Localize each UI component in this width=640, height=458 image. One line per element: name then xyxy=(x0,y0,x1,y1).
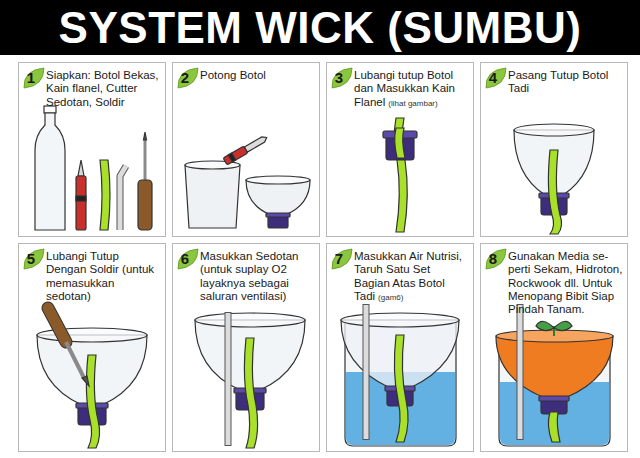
step-number: 4 xyxy=(484,66,502,87)
step-text-block: Lubangi tutup Botol dan Masukkan Kain Fl… xyxy=(354,69,469,109)
step-badge: 8 xyxy=(484,247,508,271)
nutrient-jar-illustration xyxy=(341,304,459,446)
straw-funnel-illustration xyxy=(195,312,305,448)
step-number: 1 xyxy=(22,66,40,87)
step-panel: 5 Lubangi Tutup Dengan Soldir (untuk mema… xyxy=(18,243,166,452)
solder-cap-illustration xyxy=(37,308,147,448)
step-text-block: Gunakan Media se-perti Sekam, Hidroton, … xyxy=(508,250,623,317)
step-instruction: Pasang Tutup Botol Tadi xyxy=(508,69,608,94)
step-text-block: Masukkan Air Nutrisi, Taruh Satu Set Bag… xyxy=(354,250,469,303)
step-instruction: Potong Botol xyxy=(200,69,266,81)
step-panel: 2 Potong Botol xyxy=(172,62,320,237)
step-text-block: Lubangi Tutup Dengan Soldir (untuk memas… xyxy=(46,250,161,303)
step-panel: 6 Masukkan Sedotan (untuk suplay O2 layak… xyxy=(172,243,320,452)
title-text: SYSTEM WICK (SUMBU) xyxy=(0,2,640,54)
step-text-block: Masukkan Sedotan (untuk suplay O2 layakn… xyxy=(200,250,315,303)
step-instruction: Gunakan Media se-perti Sekam, Hidroton, … xyxy=(508,250,622,315)
step-panel: 4 Pasang Tutup Botol Tadi xyxy=(480,62,628,237)
step-number: 6 xyxy=(176,247,194,268)
step-panel: 1 Siapkan: Botol Bekas, Kain flanel, Cutt… xyxy=(18,62,166,237)
step-badge: 7 xyxy=(330,247,354,271)
step-instruction: Siapkan: Botol Bekas, Kain flanel, Cutte… xyxy=(46,69,159,108)
step-instruction: Masukkan Sedotan (untuk suplay O2 layakn… xyxy=(200,250,298,302)
tools-illustration xyxy=(35,106,152,230)
step-text-block: Potong Botol xyxy=(200,69,315,82)
step-panel: 7 Masukkan Air Nutrisi, Taruh Satu Set Ba… xyxy=(326,243,474,452)
step-badge: 5 xyxy=(22,247,46,271)
step-panel: 3 Lubangi tutup Botol dan Masukkan Kain F… xyxy=(326,62,474,237)
step-instruction: Lubangi Tutup Dengan Soldir (untuk memas… xyxy=(46,250,154,302)
seedling-jar-illustration xyxy=(496,304,613,446)
step-number: 3 xyxy=(330,66,348,87)
step-panel: 8 Gunakan Media se-perti Sekam, Hidroton,… xyxy=(480,243,628,452)
funnel-cap-illustration xyxy=(514,124,594,234)
step-badge: 2 xyxy=(176,66,200,90)
step-text-block: Siapkan: Botol Bekas, Kain flanel, Cutte… xyxy=(46,69,161,109)
step-instruction: Masukkan Air Nutrisi, Taruh Satu Set Bag… xyxy=(354,250,462,302)
step-note: (gam6) xyxy=(378,293,403,302)
step-badge: 4 xyxy=(484,66,508,90)
cut-bottle-illustration xyxy=(185,134,310,228)
step-badge: 6 xyxy=(176,247,200,271)
step-note: (lihat gambar) xyxy=(388,99,437,108)
step-text-block: Pasang Tutup Botol Tadi xyxy=(508,69,623,96)
step-number: 7 xyxy=(330,247,348,268)
cap-wick-illustration xyxy=(383,118,417,232)
step-badge: 1 xyxy=(22,66,46,90)
step-number: 8 xyxy=(484,247,502,268)
step-number: 2 xyxy=(176,66,194,87)
step-number: 5 xyxy=(22,247,40,268)
step-badge: 3 xyxy=(330,66,354,90)
